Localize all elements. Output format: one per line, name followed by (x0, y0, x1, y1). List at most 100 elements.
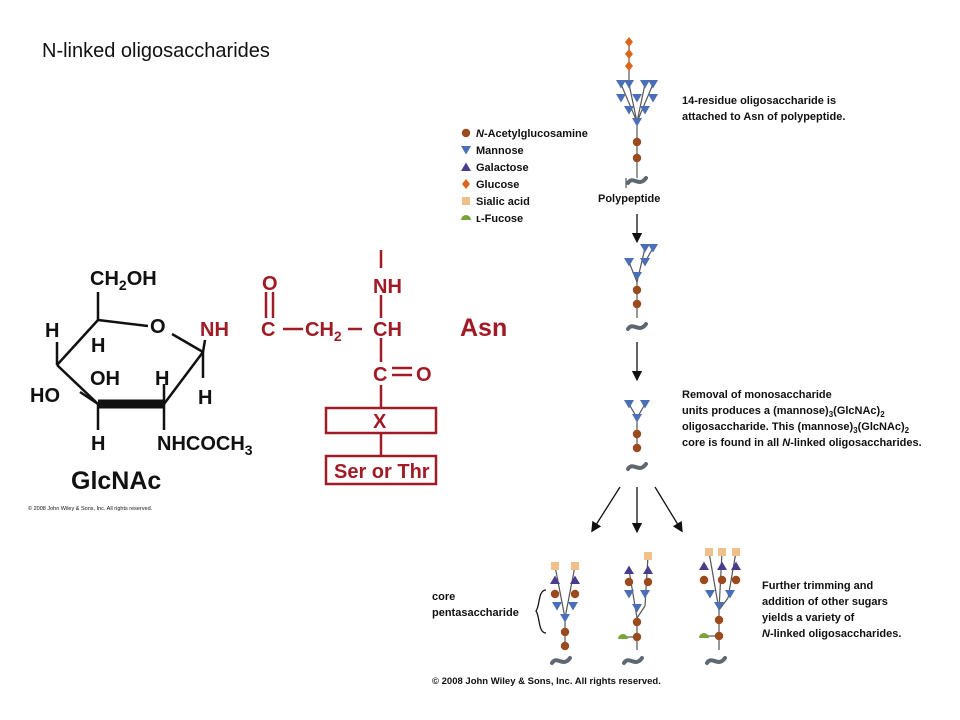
mannose-icon (624, 80, 634, 89)
sialic-icon (718, 548, 726, 556)
svg-text:CH2OH: CH2OH (90, 268, 157, 293)
arrow-right (654, 486, 683, 533)
x-residue: X (373, 411, 387, 433)
mannose-icon (640, 258, 650, 267)
mannose-icon (632, 272, 642, 281)
mannose-icon (616, 94, 626, 103)
svg-text:14-residue oligosaccharide is: 14-residue oligosaccharide is (682, 95, 836, 107)
arrow-left (591, 486, 621, 533)
polypeptide-squiggle (705, 656, 727, 665)
sialic-icon (644, 552, 652, 560)
mannose-icon (624, 258, 634, 267)
glycan-core (624, 400, 650, 471)
mannose-icon (616, 80, 626, 89)
svg-text:NH: NH (200, 319, 229, 341)
polypeptide-squiggle (626, 462, 648, 471)
mannose-icon (632, 604, 642, 613)
glucose-icon (625, 37, 633, 47)
svg-text:CH: CH (373, 319, 402, 341)
mannose-icon (640, 590, 650, 599)
glcnac-icon (570, 589, 580, 599)
galactose-icon (570, 575, 580, 584)
legend-label: Galactose (476, 162, 529, 174)
legend-label: ʟ-Fucose (476, 213, 523, 225)
mannose-icon (725, 590, 735, 599)
svg-text:HO: HO (30, 385, 60, 407)
asn-label: Asn (460, 314, 507, 342)
mannose-icon (714, 602, 724, 611)
glcnac-icon (461, 128, 471, 138)
mannose-icon (461, 146, 471, 155)
glucose-icon (625, 49, 633, 59)
svg-text:H: H (198, 387, 212, 409)
mannose-icon (632, 94, 642, 103)
svg-text:H: H (91, 335, 105, 357)
svg-text:core: core (432, 591, 455, 603)
mannose-icon (640, 244, 650, 253)
fucose-icon (618, 634, 628, 639)
fucose-icon (461, 215, 471, 220)
glycan-final-right (699, 548, 741, 665)
svg-text:oligosaccharide. This (mannose: oligosaccharide. This (mannose)3(GlcNAc)… (682, 421, 910, 435)
mannose-icon (648, 244, 658, 253)
glcnac-icon (714, 615, 724, 625)
glcnac-icon (717, 575, 727, 585)
mannose-icon (624, 106, 634, 115)
fucose-icon (699, 633, 709, 638)
mannose-icon (640, 106, 650, 115)
legend-label: Sialic acid (476, 196, 530, 208)
glcnac-icon (632, 285, 642, 295)
galactose-icon (717, 561, 727, 570)
glcnac-icon (632, 617, 642, 627)
slide-title: N-linked oligosaccharides (42, 40, 270, 62)
glycan-trees (550, 37, 741, 665)
glcnac-icon (632, 299, 642, 309)
glcnac-structure: CH2OH O H H HO OH H H H NHCOCH3 GlcNAc ©… (28, 268, 253, 512)
galactose-icon (643, 565, 653, 574)
mannose-icon (640, 400, 650, 409)
svg-text:C: C (261, 319, 275, 341)
svg-text:H: H (91, 433, 105, 455)
glcnac-icon (632, 153, 642, 163)
pathway-arrows (591, 214, 683, 534)
sialic-icon (732, 548, 740, 556)
mannose-icon (648, 80, 658, 89)
glcnac-icon (560, 641, 570, 651)
legend-label: Mannose (476, 145, 524, 157)
copyright-bottom: © 2008 John Wiley & Sons, Inc. All right… (432, 676, 661, 687)
svg-text:C: C (373, 364, 387, 386)
pathway-text: 14-residue oligosaccharide is attached t… (432, 95, 922, 687)
legend-label: N-Acetylglucosamine (476, 128, 588, 140)
mannose-icon (568, 602, 578, 611)
glycan-final-left (550, 562, 580, 665)
asn-linkage: NH O NH C CH2 CH C O X Ser or Thr Asn (200, 250, 507, 486)
svg-text:core is found in all N-linked: core is found in all N-linked oligosacch… (682, 437, 922, 449)
sialic-icon (705, 548, 713, 556)
sugar-legend: N-AcetylglucosamineMannoseGalactoseGluco… (461, 128, 588, 225)
svg-text:NHCOCH3: NHCOCH3 (157, 433, 253, 458)
glcnac-icon (560, 627, 570, 637)
svg-text:Removal of monosaccharide: Removal of monosaccharide (682, 389, 832, 401)
galactose-icon (550, 575, 560, 584)
svg-text:yields a variety of: yields a variety of (762, 612, 855, 624)
svg-text:H: H (45, 320, 59, 342)
svg-text:attached to Asn of polypeptide: attached to Asn of polypeptide. (682, 111, 845, 123)
glcnac-icon (632, 632, 642, 642)
glcnac-icon (550, 589, 560, 599)
glcnac-icon (714, 631, 724, 641)
glcnac-icon (699, 575, 709, 585)
svg-text:O: O (416, 364, 432, 386)
glcnac-icon (632, 429, 642, 439)
mannose-icon (624, 590, 634, 599)
mannose-icon (648, 94, 658, 103)
glucose-icon (462, 179, 470, 189)
glcnac-icon (632, 137, 642, 147)
glycan-intermediate (624, 244, 658, 331)
sialic-icon (571, 562, 579, 570)
mannose-icon (560, 614, 570, 623)
mannose-icon (624, 400, 634, 409)
mannose-icon (705, 590, 715, 599)
svg-text:H: H (155, 368, 169, 390)
svg-text:NH: NH (373, 276, 402, 298)
